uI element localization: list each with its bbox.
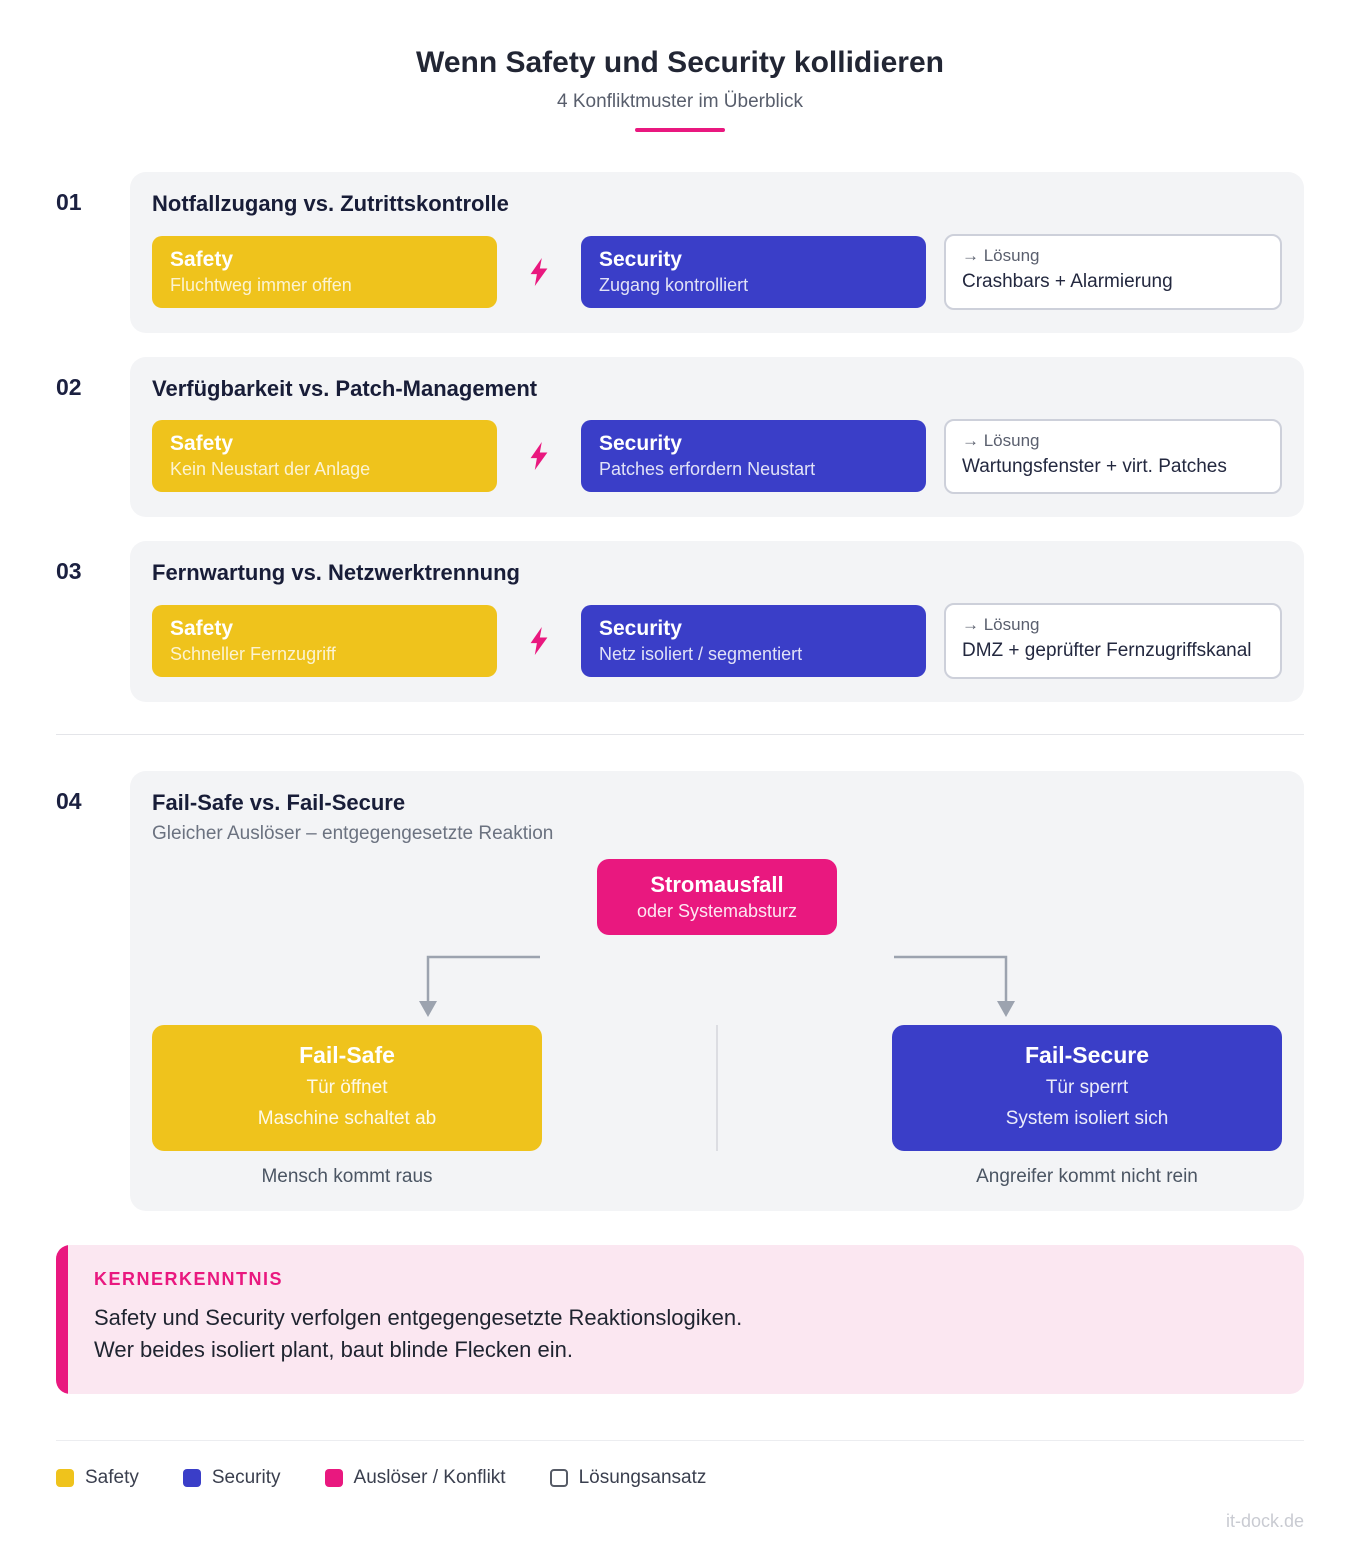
fail-safe-box: Fail-Safe Tür öffnet Maschine schaltet a… <box>152 1024 542 1152</box>
trigger-label: Stromausfall <box>650 871 784 897</box>
trigger-wrap: Stromausfall oder Systemabsturz <box>152 858 1282 935</box>
lightning-icon <box>530 626 548 655</box>
fail-safe-line-2: Maschine schaltet ab <box>257 1107 437 1129</box>
conflict-card: Fernwartung vs. Netzwerktrennung Safety … <box>130 541 1304 702</box>
insight-line-1: Safety und Security verfolgen entgegenge… <box>94 1305 743 1331</box>
safety-label: Safety <box>170 616 234 640</box>
conflict-row: Safety Kein Neustart der Anlage Security… <box>152 418 1282 495</box>
solution-box: → Lösung Wartungsfenster + virt. Patches <box>944 418 1282 495</box>
insight-label: KERNERKENNTNIS <box>94 1269 284 1290</box>
security-box: Security Zugang kontrolliert <box>581 235 926 308</box>
security-text: Netz isoliert / segmentiert <box>599 643 803 664</box>
solution-label: → Lösung <box>962 246 1040 265</box>
conflict-bolt-icon <box>497 626 581 655</box>
solution-box: → Lösung DMZ + geprüfter Fernzugriffskan… <box>944 603 1282 679</box>
security-box: Security Netz isoliert / segmentiert <box>581 604 926 677</box>
flow-captions: Mensch kommt raus Angreifer kommt nicht … <box>152 1166 1282 1188</box>
flow-boxes: Fail-Safe Tür öffnet Maschine schaltet a… <box>152 1024 1282 1152</box>
lightning-icon <box>530 442 548 471</box>
vertical-divider <box>716 1024 718 1152</box>
flow-subtitle: Gleicher Auslöser – entgegengesetzte Rea… <box>152 822 554 844</box>
conflict-bolt-icon <box>497 442 581 471</box>
section-number: 04 <box>56 787 82 814</box>
legend-label: Security <box>211 1467 281 1489</box>
flow-title: Fail-Safe vs. Fail-Secure <box>152 789 406 815</box>
fail-secure-title: Fail-Secure <box>1025 1041 1149 1068</box>
legend-swatch-solution <box>549 1469 568 1488</box>
fail-safe-line-1: Tür öffnet <box>306 1076 388 1098</box>
safety-box: Safety Fluchtweg immer offen <box>152 235 497 308</box>
section-number: 01 <box>56 189 82 215</box>
conflict-title: Notfallzugang vs. Zutrittskontrolle <box>152 191 509 216</box>
conflict-title: Verfügbarkeit vs. Patch-Management <box>152 375 538 401</box>
conflict-card: Verfügbarkeit vs. Patch-Management Safet… <box>130 356 1304 518</box>
conflict-row: Safety Fluchtweg immer offen Security Zu… <box>152 234 1282 310</box>
legend-swatch-conflict <box>324 1469 343 1488</box>
header: Wenn Safety und Security kollidieren 4 K… <box>56 46 1304 132</box>
key-insight-box: KERNERKENNTNIS Safety und Security verfo… <box>56 1245 1304 1395</box>
fail-secure-caption: Angreifer kommt nicht rein <box>976 1166 1198 1188</box>
security-text: Zugang kontrolliert <box>599 274 749 295</box>
section-number: 03 <box>56 558 82 585</box>
safety-box: Safety Schneller Fernzugriff <box>152 604 497 677</box>
legend-item-conflict: Auslöser / Konflikt <box>324 1467 506 1489</box>
legend-swatch-security <box>182 1469 201 1488</box>
insight-accent-bar <box>56 1245 68 1395</box>
safety-label: Safety <box>170 432 234 456</box>
safety-text: Kein Neustart der Anlage <box>170 459 371 480</box>
page-title: Wenn Safety und Security kollidieren <box>416 46 944 79</box>
fail-safe-title: Fail-Safe <box>299 1041 395 1068</box>
conflict-title: Fernwartung vs. Netzwerktrennung <box>152 560 520 586</box>
footer-brand: it-dock.de <box>1225 1511 1304 1532</box>
fail-secure-line-2: System isoliert sich <box>1005 1107 1169 1129</box>
flow-card: Fail-Safe vs. Fail-Secure Gleicher Auslö… <box>130 770 1304 1212</box>
caption-spacer <box>542 1166 892 1188</box>
legend-swatch-safety <box>56 1469 74 1488</box>
legend-item-solution: Lösungsansatz <box>549 1467 707 1489</box>
lightning-icon <box>530 257 548 286</box>
legend-label: Lösungsansatz <box>578 1467 707 1489</box>
solution-text: Crashbars + Alarmierung <box>962 271 1173 292</box>
section-number: 02 <box>56 373 82 400</box>
security-label: Security <box>599 247 682 271</box>
solution-label: → Lösung <box>962 615 1040 635</box>
title-underline <box>635 128 725 132</box>
legend-label: Auslöser / Konflikt <box>353 1467 506 1489</box>
fail-safe-caption: Mensch kommt raus <box>261 1166 433 1188</box>
conflict-row: Safety Schneller Fernzugriff Security Ne… <box>152 603 1282 679</box>
solution-text: DMZ + geprüfter Fernzugriffskanal <box>962 640 1252 662</box>
flow-middle <box>542 1024 892 1152</box>
security-label: Security <box>599 616 682 640</box>
legend-item-safety: Safety <box>56 1467 139 1489</box>
branch-arrows <box>419 955 1015 1017</box>
trigger-text: oder Systemabsturz <box>636 900 798 921</box>
insight-line-2: Wer beides isoliert plant, baut blinde F… <box>94 1337 573 1363</box>
legend: Safety Security Auslöser / Konflikt Lösu… <box>56 1440 1304 1489</box>
fail-secure-box: Fail-Secure Tür sperrt System isoliert s… <box>892 1024 1282 1152</box>
solution-text: Wartungsfenster + virt. Patches <box>962 455 1227 477</box>
trigger-box: Stromausfall oder Systemabsturz <box>596 858 838 935</box>
solution-box: → Lösung Crashbars + Alarmierung <box>944 234 1282 310</box>
conflict-section-03: 03 Fernwartung vs. Netzwerktrennung Safe… <box>56 541 1304 702</box>
security-box: Security Patches erfordern Neustart <box>581 420 926 493</box>
conflict-bolt-icon <box>497 257 581 286</box>
safety-label: Safety <box>170 247 234 271</box>
solution-label: → Lösung <box>962 430 1040 450</box>
conflict-section-02: 02 Verfügbarkeit vs. Patch-Management Sa… <box>56 356 1304 518</box>
flow-section-04: 04 Fail-Safe vs. Fail-Secure Gleicher Au… <box>56 770 1304 1212</box>
conflict-card: Notfallzugang vs. Zutrittskontrolle Safe… <box>130 172 1304 333</box>
safety-text: Fluchtweg immer offen <box>170 274 352 295</box>
security-label: Security <box>599 432 682 456</box>
section-divider <box>56 733 1304 735</box>
conflict-section-01: 01 Notfallzugang vs. Zutrittskontrolle S… <box>56 172 1304 333</box>
security-text: Patches erfordern Neustart <box>599 459 816 480</box>
page-subtitle: 4 Konfliktmuster im Überblick <box>556 91 804 112</box>
legend-item-security: Security <box>182 1467 281 1489</box>
fail-secure-line-1: Tür sperrt <box>1045 1076 1129 1098</box>
safety-box: Safety Kein Neustart der Anlage <box>152 420 497 493</box>
legend-label: Safety <box>85 1467 139 1489</box>
safety-text: Schneller Fernzugriff <box>170 643 336 664</box>
